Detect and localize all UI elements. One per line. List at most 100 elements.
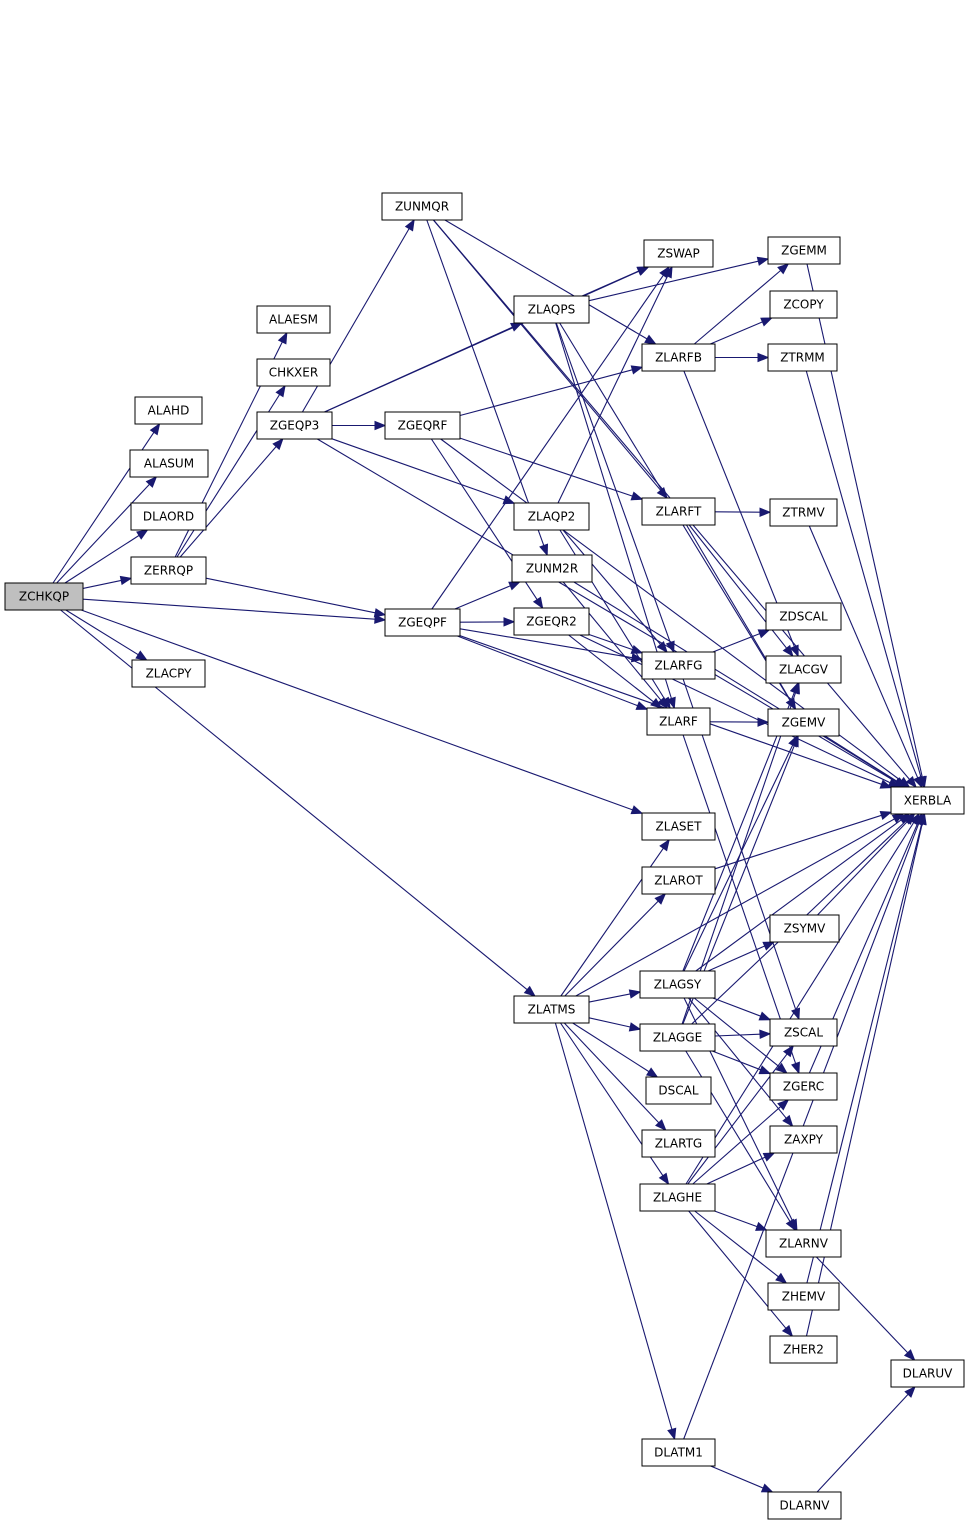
- node-box: [646, 707, 711, 736]
- node-zlarft[interactable]: ZLARFT: [641, 497, 716, 526]
- node-zlatms[interactable]: ZLATMS: [513, 995, 590, 1024]
- node-label: ZGERC: [783, 1080, 824, 1094]
- node-dlarnv[interactable]: DLARNV: [767, 1491, 842, 1520]
- arrowhead-icon: [630, 644, 644, 654]
- node-label: CHKXER: [269, 366, 318, 380]
- node-dlaruv[interactable]: DLARUV: [890, 1359, 965, 1388]
- node-label: DSCAL: [658, 1084, 698, 1098]
- node-zlarfg[interactable]: ZLARFG: [641, 651, 716, 680]
- edge-zhemv-to-xerbla: [806, 812, 927, 1284]
- node-zher2[interactable]: ZHER2: [769, 1335, 838, 1364]
- edge-line: [824, 735, 898, 783]
- node-zlacgv[interactable]: ZLACGV: [765, 655, 842, 684]
- node-zgeqrf[interactable]: ZGEQRF: [384, 411, 461, 440]
- node-chkxer[interactable]: CHKXER: [256, 358, 331, 387]
- edge-zlagsy-to-zscal: [712, 997, 772, 1021]
- node-label: ZGEQPF: [398, 616, 447, 630]
- arrowhead-icon: [760, 317, 773, 327]
- node-dlatm1[interactable]: DLATM1: [641, 1438, 716, 1467]
- node-zlarfb[interactable]: ZLARFB: [641, 343, 716, 372]
- node-alaesm[interactable]: ALAESM: [256, 305, 331, 334]
- arrowhead-icon: [630, 365, 644, 375]
- node-zgerc[interactable]: ZGERC: [769, 1072, 838, 1101]
- node-zlaghe[interactable]: ZLAGHE: [639, 1183, 716, 1212]
- node-zdscal[interactable]: ZDSCAL: [765, 602, 842, 631]
- node-box: [767, 236, 841, 265]
- edge-line: [444, 219, 648, 340]
- edge-zunmqr-to-zlarfb: [444, 219, 657, 345]
- node-zscal[interactable]: ZSCAL: [769, 1018, 838, 1047]
- node-zlacpy[interactable]: ZLACPY: [131, 659, 206, 688]
- node-zswap[interactable]: ZSWAP: [643, 239, 714, 268]
- node-zsymv[interactable]: ZSYMV: [769, 914, 840, 943]
- edge-line: [682, 692, 795, 972]
- node-box: [384, 608, 461, 637]
- node-ztrmm[interactable]: ZTRMM: [767, 343, 838, 372]
- arrowhead-icon: [757, 717, 770, 727]
- node-alahd[interactable]: ALAHD: [134, 396, 203, 425]
- node-zlagge[interactable]: ZLAGGE: [639, 1023, 716, 1052]
- edge-zunm2r-to-zlarf: [562, 581, 669, 710]
- arrowhead-icon: [628, 989, 642, 999]
- node-label: ZLAROT: [654, 874, 703, 888]
- node-zlaqps[interactable]: ZLAQPS: [513, 295, 590, 324]
- node-zerrqp[interactable]: ZERRQP: [130, 556, 207, 585]
- edge-line: [557, 275, 669, 504]
- edge-line: [564, 900, 659, 997]
- edge-zunmqr-to-zunm2r: [426, 219, 549, 557]
- node-label: ZLAGSY: [654, 978, 702, 992]
- edge-line: [588, 260, 759, 302]
- node-xerbla[interactable]: XERBLA: [890, 786, 965, 815]
- arrowhead-icon: [762, 1152, 776, 1162]
- edge-zerrqp-to-zgeqpf: [205, 577, 387, 618]
- node-label: ZLAGGE: [653, 1031, 702, 1045]
- node-zunm2r[interactable]: ZUNM2R: [511, 554, 593, 583]
- node-zlarf[interactable]: ZLARF: [646, 707, 711, 736]
- node-alasum[interactable]: ALASUM: [129, 449, 209, 478]
- node-box: [639, 1183, 716, 1212]
- node-zgeqp3[interactable]: ZGEQP3: [256, 411, 333, 440]
- arrowhead-icon: [760, 1483, 774, 1493]
- node-zgemm[interactable]: ZGEMM: [767, 236, 841, 265]
- node-zlartg[interactable]: ZLARTG: [641, 1129, 716, 1158]
- node-zgeqpf[interactable]: ZGEQPF: [384, 608, 461, 637]
- node-label: ZLARFG: [655, 659, 703, 673]
- arrowhead-icon: [658, 1172, 670, 1186]
- node-dlaord[interactable]: DLAORD: [130, 502, 207, 531]
- node-zunmqr[interactable]: ZUNMQR: [381, 192, 463, 221]
- arrowhead-icon: [135, 650, 148, 661]
- node-zlarnv[interactable]: ZLARNV: [765, 1229, 842, 1258]
- node-box: [641, 497, 716, 526]
- arrowhead-icon: [656, 640, 668, 654]
- edge-line: [554, 1022, 673, 1430]
- node-zlarot[interactable]: ZLAROT: [641, 866, 716, 895]
- node-box: [767, 1282, 840, 1311]
- node-zhemv[interactable]: ZHEMV: [767, 1282, 840, 1311]
- node-ztrmv[interactable]: ZTRMV: [769, 498, 838, 527]
- node-zchkqp[interactable]: ZCHKQP: [4, 582, 84, 611]
- node-zlagsy[interactable]: ZLAGSY: [639, 970, 716, 999]
- node-zaxpy[interactable]: ZAXPY: [769, 1125, 838, 1154]
- node-zlaqp2[interactable]: ZLAQP2: [513, 502, 590, 531]
- node-label: ZCHKQP: [19, 590, 69, 604]
- node-box: [639, 970, 716, 999]
- node-zlaset[interactable]: ZLASET: [641, 812, 716, 841]
- node-zcopy[interactable]: ZCOPY: [769, 290, 838, 319]
- arrowhead-icon: [650, 697, 663, 709]
- node-box: [641, 1129, 716, 1158]
- edge-line: [459, 628, 633, 659]
- edge-line: [454, 585, 511, 610]
- node-box: [130, 556, 207, 585]
- node-zgeqr2[interactable]: ZGEQR2: [513, 607, 590, 636]
- node-label: ZLARF: [659, 715, 698, 729]
- arrowhead-icon: [523, 985, 536, 997]
- node-box: [645, 1076, 712, 1105]
- arrowhead-icon: [628, 1022, 642, 1032]
- node-dscal[interactable]: DSCAL: [645, 1076, 712, 1105]
- arrowhead-icon: [757, 629, 771, 639]
- edge-zlatms-to-zlagge: [588, 1017, 642, 1032]
- arrowhead-icon: [136, 529, 149, 540]
- node-zgemv[interactable]: ZGEMV: [767, 708, 840, 737]
- node-label: ZDSCAL: [779, 610, 828, 624]
- node-box: [765, 655, 842, 684]
